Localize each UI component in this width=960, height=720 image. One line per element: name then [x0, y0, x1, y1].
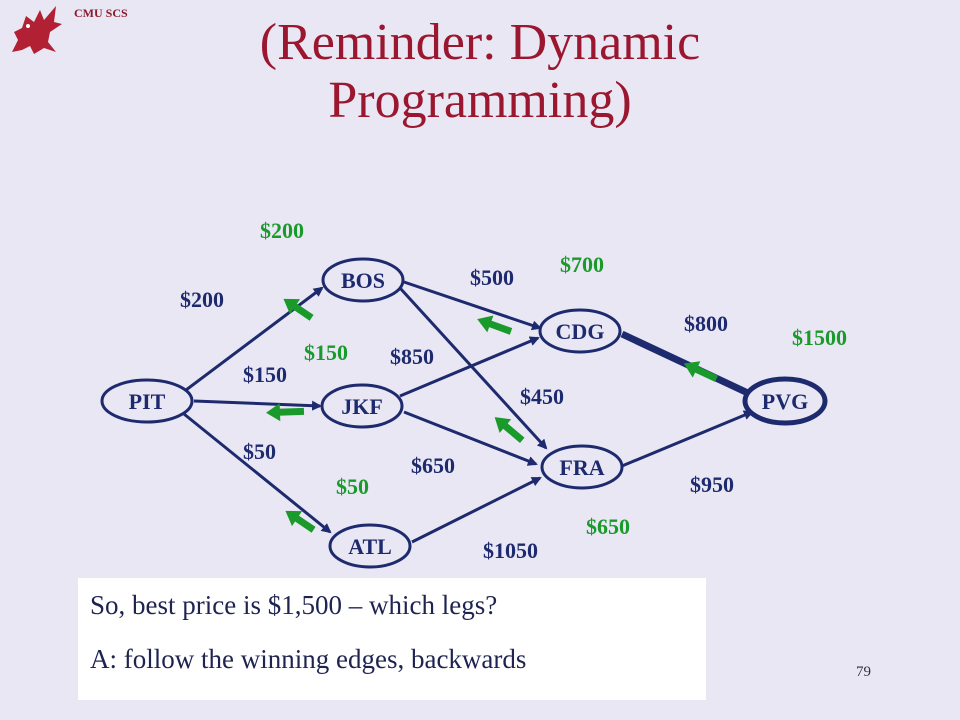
edge-price-bos-fra: $850: [390, 344, 434, 369]
answer-question: So, best price is $1,500 – which legs?: [90, 590, 498, 620]
node-jkf: JKF: [320, 383, 404, 429]
node-label-bos: BOS: [341, 268, 385, 293]
node-label-fra: FRA: [559, 455, 604, 480]
edge-price-jkf-cdg: $450: [520, 384, 564, 409]
cost-cdg: $700: [560, 252, 604, 277]
node-pvg: PVG: [742, 376, 828, 426]
node-label-jkf: JKF: [341, 394, 383, 419]
back-arrow-cdg-bos-icon: [477, 315, 513, 335]
edge-fra-pvg: [621, 410, 754, 468]
node-fra: FRA: [540, 444, 624, 490]
cost-jkf: $150: [304, 340, 348, 365]
edge-price-fra-pvg: $950: [690, 472, 734, 497]
page-number: 79: [856, 664, 871, 680]
back-arrow-fra-jkf-icon: [494, 417, 525, 443]
back-arrow-atl-pit-icon: [285, 510, 316, 533]
edge-price-pit-atl: $50: [243, 439, 276, 464]
answer-response: A: follow the winning edges, backwards: [90, 644, 527, 674]
cost-atl: $50: [336, 474, 369, 499]
node-atl: ATL: [328, 523, 412, 569]
header-org: CMU SCS: [74, 6, 128, 20]
edge-pit-atl: [183, 412, 332, 534]
answer-box: So, best price is $1,500 – which legs? A…: [78, 578, 706, 700]
edge-price-pit-bos: $200: [180, 287, 224, 312]
edge-jkf-fra: [403, 410, 538, 466]
title-line-2: Programming): [328, 72, 632, 129]
edge-price-jkf-fra: $650: [411, 453, 455, 478]
title-line-1: (Reminder: Dynamic: [259, 14, 701, 71]
back-arrow-bos-pit-icon: [283, 298, 314, 321]
slide-title: (Reminder: Dynamic Programming): [120, 14, 840, 130]
edge-bos-fra: [398, 286, 548, 450]
edge-jkf-cdg: [399, 336, 540, 398]
node-label-cdg: CDG: [556, 319, 605, 344]
edge-pit-jkf: [193, 399, 322, 411]
cost-pvg: $1500: [792, 325, 847, 350]
edge-price-atl-fra: $1050: [483, 538, 538, 563]
cost-fra: $650: [586, 514, 630, 539]
node-label-atl: ATL: [348, 534, 392, 559]
cost-bos: $200: [260, 218, 304, 243]
edge-price-bos-cdg: $500: [470, 265, 514, 290]
edge-atl-fra: [411, 476, 542, 544]
edge-pit-bos: [185, 286, 324, 392]
node-label-pvg: PVG: [762, 389, 808, 414]
node-bos: BOS: [321, 257, 405, 303]
node-cdg: CDG: [538, 308, 622, 354]
node-pit: PIT: [100, 378, 194, 424]
edge-bos-cdg: [403, 280, 542, 331]
edge-price-cdg-pvg: $800: [684, 311, 728, 336]
dragon-logo-icon: [12, 6, 62, 54]
node-label-pit: PIT: [129, 389, 166, 414]
back-arrow-pvg-cdg-icon: [683, 361, 718, 382]
back-arrow-jkf-pit-icon: [266, 403, 305, 422]
edge-price-pit-jkf: $150: [243, 362, 287, 387]
